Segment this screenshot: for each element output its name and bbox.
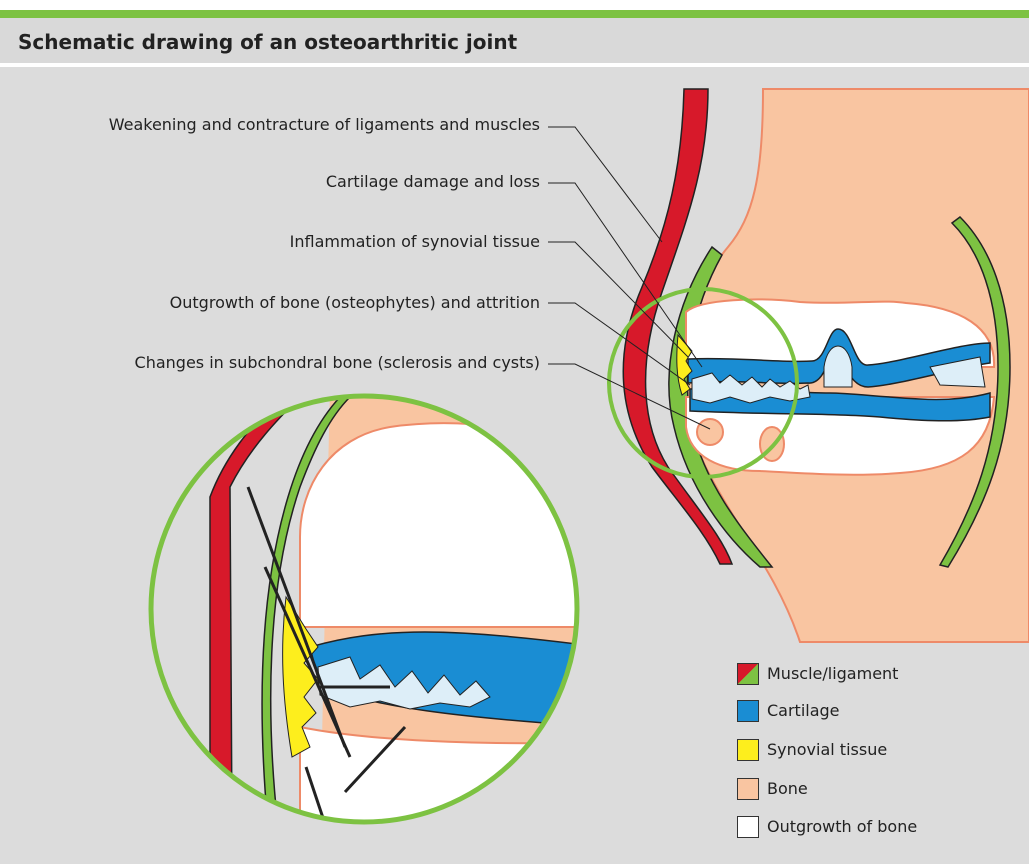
label-ligaments-muscles: Weakening and contracture of ligaments a…: [109, 115, 540, 134]
label-synovial-inflammation: Inflammation of synovial tissue: [290, 232, 540, 251]
label-subchondral-changes: Changes in subchondral bone (sclerosis a…: [135, 353, 540, 372]
leader-line-1: [548, 127, 662, 242]
legend-label: Outgrowth of bone: [767, 817, 917, 836]
label-bone-outgrowth: Outgrowth of bone (osteophytes) and attr…: [170, 293, 540, 312]
main-joint: [623, 89, 1029, 642]
diagram-panel: Weakening and contracture of ligaments a…: [0, 67, 1029, 864]
legend-label: Bone: [767, 779, 808, 798]
zoomed-inset: [151, 387, 600, 827]
outgrowth-of-bone-swatch: [737, 816, 759, 838]
accent-bar: [0, 10, 1029, 18]
legend-label: Muscle/ligament: [767, 664, 898, 683]
inset-tibia-outgrowth: [300, 727, 600, 827]
subchondral-cyst-1: [697, 419, 723, 445]
muscle-ligament-swatch: [737, 663, 759, 685]
synovial-tissue-swatch: [737, 739, 759, 761]
legend-label: Synovial tissue: [767, 740, 887, 759]
figure-title: Schematic drawing of an osteoarthritic j…: [18, 30, 517, 54]
bone-swatch: [737, 778, 759, 800]
title-bar: Schematic drawing of an osteoarthritic j…: [0, 18, 1029, 63]
legend-label: Cartilage: [767, 701, 840, 720]
label-cartilage-damage: Cartilage damage and loss: [326, 172, 540, 191]
inset-femur-outgrowth: [300, 423, 600, 627]
cartilage-swatch: [737, 700, 759, 722]
